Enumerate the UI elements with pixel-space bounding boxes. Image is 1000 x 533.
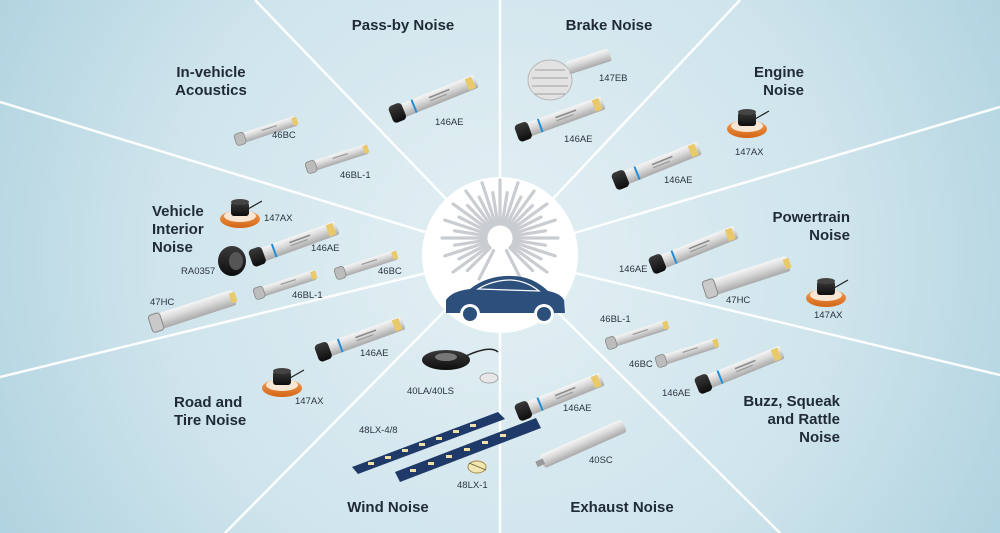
car-icon	[446, 275, 565, 324]
product-label: 146AE	[563, 403, 592, 414]
product-label: 46BC	[272, 130, 296, 141]
product-label: 47HC	[726, 295, 751, 306]
surface-microphone-40la-icon	[422, 348, 499, 384]
product-label: 46BC	[378, 266, 402, 277]
product-label: 47HC	[150, 297, 175, 308]
product-label: 46BL-1	[292, 290, 323, 301]
ring-ra0357-icon	[218, 246, 246, 276]
microphone-40sc-icon	[535, 419, 627, 468]
product-label: 147AX	[264, 213, 293, 224]
product-label: 46BC	[629, 359, 653, 370]
product-label: 146AE	[619, 264, 648, 275]
category-brake-noise: Brake Noise	[565, 17, 653, 34]
product-label: 146AE	[564, 134, 593, 145]
product-label: 46BL-1	[340, 170, 371, 181]
category-pass-by-noise: Pass-by Noise	[351, 17, 455, 34]
microphone-47hc-icon	[147, 290, 238, 333]
product-label: 146AE	[664, 175, 693, 186]
center-logo	[422, 177, 578, 333]
product-label: 147AX	[814, 310, 843, 321]
product-label: 48LX-1	[457, 480, 488, 491]
product-label: 40SC	[589, 455, 613, 466]
sound-burst-icon	[440, 178, 560, 281]
product-images	[147, 48, 849, 482]
category-wind-noise: Wind Noise	[347, 499, 429, 516]
product-label: 46BL-1	[600, 314, 631, 325]
product-label: 40LA/40LS	[407, 386, 455, 397]
product-label: 146AE	[360, 348, 389, 359]
product-label: 146AE	[662, 388, 691, 399]
product-label: 147EB	[599, 73, 628, 84]
product-label: 147AX	[295, 396, 324, 407]
product-label: 146AE	[311, 243, 340, 254]
product-label: 146AE	[435, 117, 464, 128]
product-label: 48LX-4/8	[359, 425, 398, 436]
product-label: 147AX	[735, 147, 764, 158]
product-label: RA0357	[181, 266, 216, 277]
category-exhaust-noise: Exhaust Noise	[570, 499, 674, 516]
microphone-147eb-icon	[527, 48, 612, 101]
surface-array-48lx-icon	[352, 412, 541, 482]
microphone-47hc-icon	[701, 256, 792, 299]
